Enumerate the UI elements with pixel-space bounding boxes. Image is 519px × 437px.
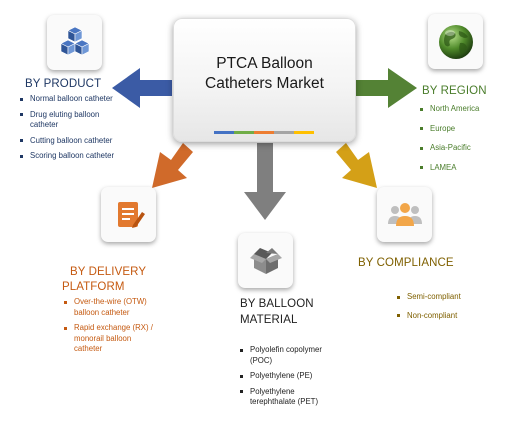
material-heading-line2: MATERIAL	[240, 314, 298, 326]
list-item: North America	[418, 104, 518, 115]
product-heading: BY PRODUCT	[25, 78, 102, 90]
product-icon-box	[47, 15, 102, 70]
arrow-region	[356, 68, 417, 108]
center-title-box: PTCA Balloon Catheters Market	[173, 18, 356, 142]
arrow-delivery	[152, 143, 193, 188]
list-item: LAMEA	[418, 163, 518, 174]
list-item: Normal balloon catheter	[18, 94, 128, 105]
stripe-segment	[254, 131, 274, 134]
product-list: Normal balloon catheter Drug eluting bal…	[18, 94, 128, 167]
list-item: Over-the-wire (OTW) balloon catheter	[62, 297, 154, 318]
globe-icon	[438, 24, 473, 59]
region-icon-box	[428, 14, 483, 69]
list-item: Polyethylene (PE)	[238, 371, 338, 382]
stripe-segment	[214, 131, 234, 134]
list-item: Non-compliant	[395, 311, 505, 322]
arrow-material	[244, 143, 286, 220]
users-icon	[387, 202, 422, 226]
stripe-segment	[274, 131, 294, 134]
list-item: Semi-compliant	[395, 292, 505, 303]
material-heading-line1: BY BALLOON	[240, 298, 314, 310]
list-item: Cutting balloon catheter	[18, 136, 128, 147]
list-item: Europe	[418, 124, 518, 135]
region-heading: BY REGION	[422, 85, 487, 97]
material-icon-box	[238, 233, 293, 288]
list-item: Drug eluting balloon catheter	[18, 110, 128, 131]
compliance-list: Semi-compliant Non-compliant	[395, 292, 505, 326]
list-item: Polyolefin copolymer (POC)	[238, 345, 338, 366]
arrow-compliance	[336, 143, 377, 188]
region-list: North America Europe Asia-Pacific LAMEA	[418, 104, 518, 182]
arrow-product	[112, 68, 172, 108]
open-box-icon	[249, 247, 282, 274]
delivery-list: Over-the-wire (OTW) balloon catheter Rap…	[62, 297, 154, 360]
list-item: Polyethylene terephthalate (PET)	[238, 387, 338, 408]
color-stripe	[214, 131, 314, 134]
delivery-heading-line2: PLATFORM	[62, 281, 125, 293]
delivery-heading-line1: BY DELIVERY	[70, 266, 147, 278]
compliance-heading: BY COMPLIANCE	[358, 257, 454, 269]
cubes-icon	[59, 26, 90, 55]
list-item: Asia-Pacific	[418, 143, 518, 154]
list-item: Scoring balloon catheter	[18, 151, 128, 162]
delivery-icon-box	[101, 187, 156, 242]
center-title: PTCA Balloon Catheters Market	[205, 55, 324, 92]
compliance-icon-box	[377, 187, 432, 242]
material-list: Polyolefin copolymer (POC) Polyethylene …	[238, 345, 338, 413]
list-item: Rapid exchange (RX) / monorail balloon c…	[62, 323, 154, 355]
document-edit-icon	[117, 201, 145, 228]
stripe-segment	[294, 131, 314, 134]
stripe-segment	[234, 131, 254, 134]
